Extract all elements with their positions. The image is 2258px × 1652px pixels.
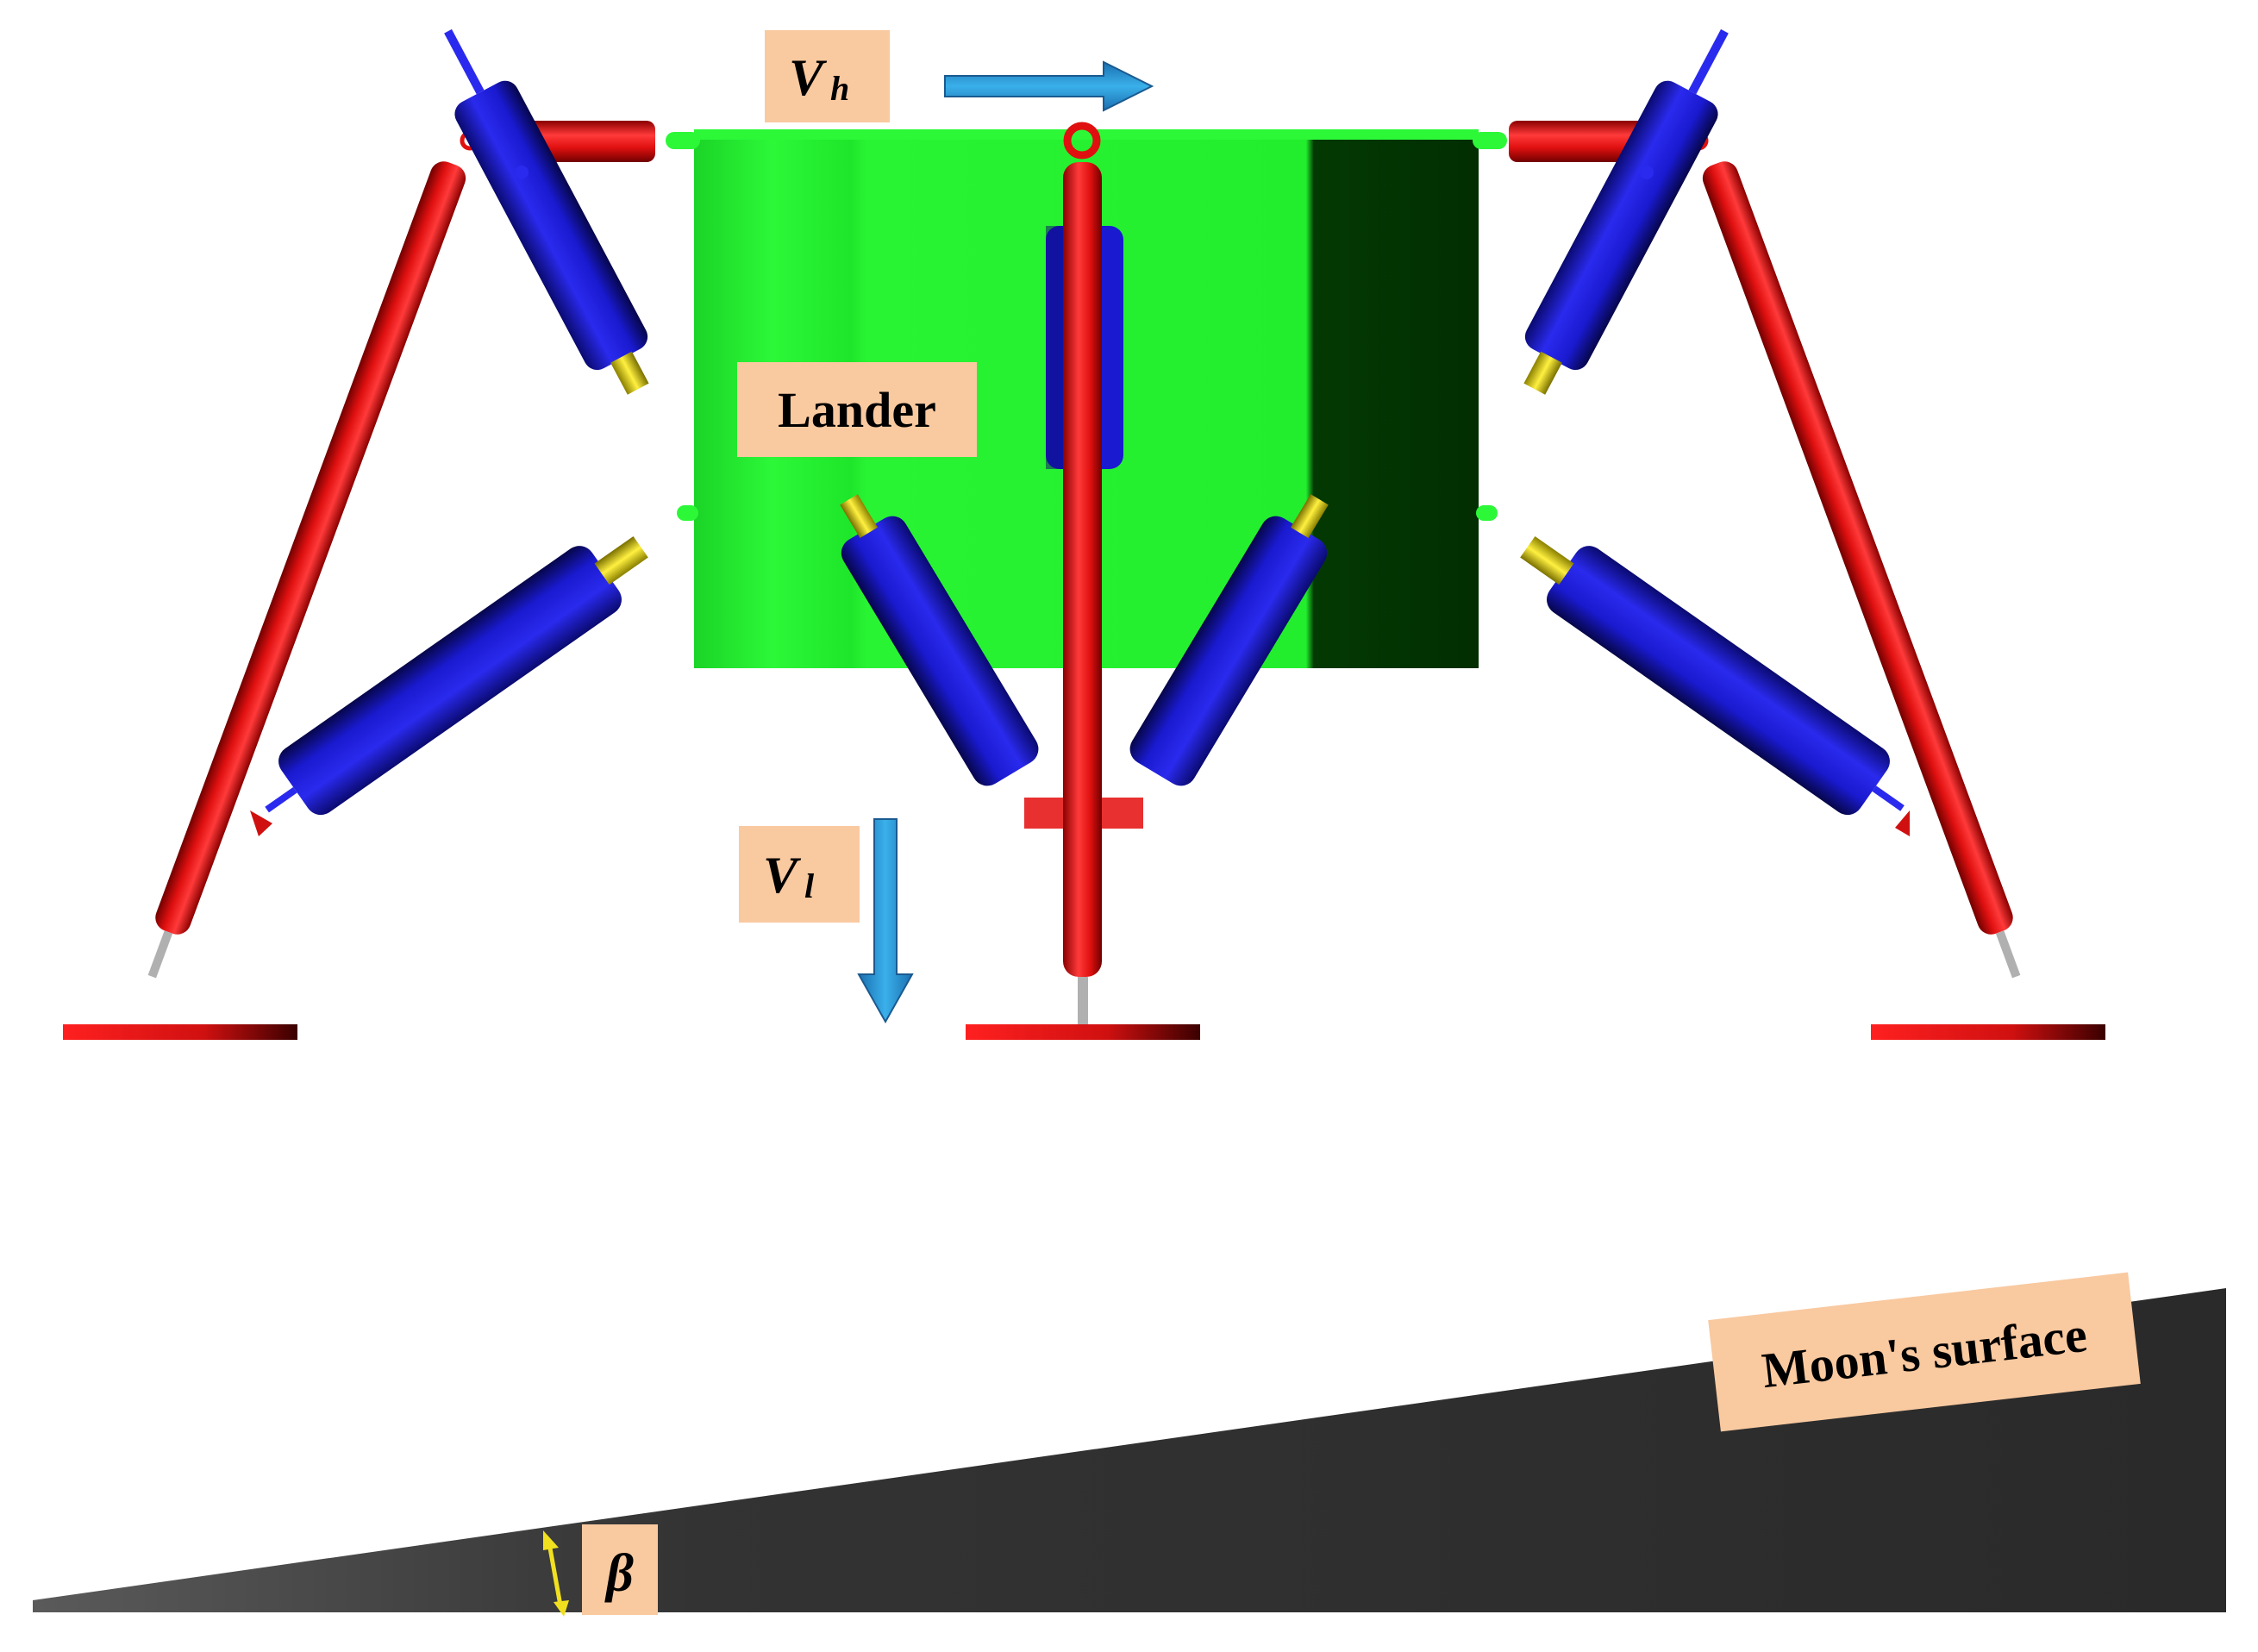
- velocity-horizontal-subscript: h: [830, 69, 849, 108]
- label-lander: Lander: [737, 362, 977, 457]
- slope-angle-arrow: [543, 1530, 569, 1617]
- slope-angle-symbol: β: [604, 1544, 634, 1603]
- center-leg-assembly: [840, 122, 1329, 1040]
- right-leg-assembly: [1509, 28, 2105, 1040]
- velocity-vertical-subscript: l: [804, 867, 815, 905]
- label-moon-surface: Moon's surface: [1708, 1272, 2141, 1432]
- velocity-horizontal-symbol: V: [789, 49, 828, 106]
- lander-label-text: Lander: [778, 382, 936, 438]
- left-leg-assembly: [63, 28, 655, 1040]
- vertical-velocity-arrow: [857, 818, 914, 1024]
- svg-text:Vl: Vl: [763, 847, 815, 905]
- horizontal-velocity-arrow: [944, 60, 1154, 112]
- label-slope-angle: β: [582, 1524, 658, 1615]
- velocity-vertical-symbol: V: [763, 847, 802, 904]
- svg-text:Vh: Vh: [789, 49, 849, 108]
- moon-surface: [33, 1288, 2226, 1612]
